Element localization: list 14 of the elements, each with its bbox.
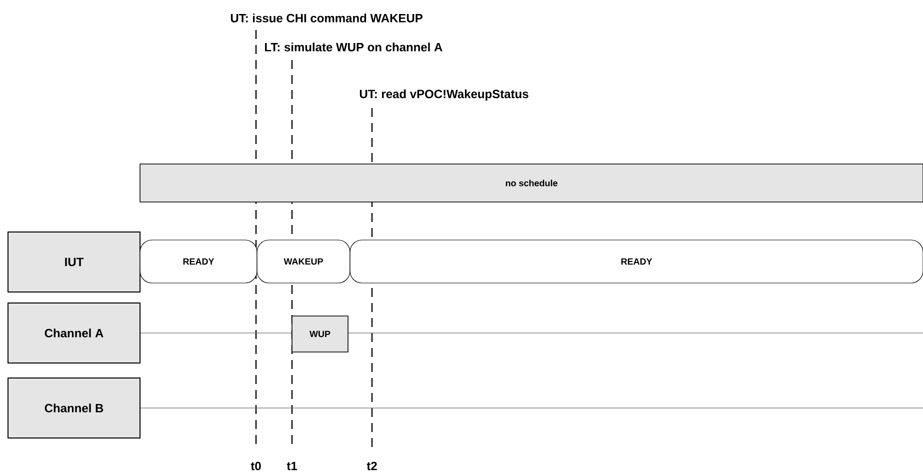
event-annotation: UT: issue CHI command WAKEUP — [230, 14, 422, 22]
event-annotation: LT: simulate WUP on channel A — [265, 42, 442, 52]
frame-box: WUP — [292, 316, 348, 352]
state-box: WAKEUP — [256, 240, 350, 284]
state-box: READY — [350, 240, 923, 284]
time-label: t2 — [366, 462, 377, 470]
time-label: t1 — [286, 462, 297, 470]
lane-box: Channel A — [8, 302, 141, 364]
lane-box: Channel B — [8, 378, 141, 438]
time-label: t0 — [250, 462, 261, 470]
lane-box: IUT — [8, 232, 141, 292]
schedule-band: no schedule — [140, 164, 923, 202]
state-box: READY — [140, 240, 258, 284]
event-annotation: UT: read vPOC!WakeupStatus — [360, 89, 528, 101]
